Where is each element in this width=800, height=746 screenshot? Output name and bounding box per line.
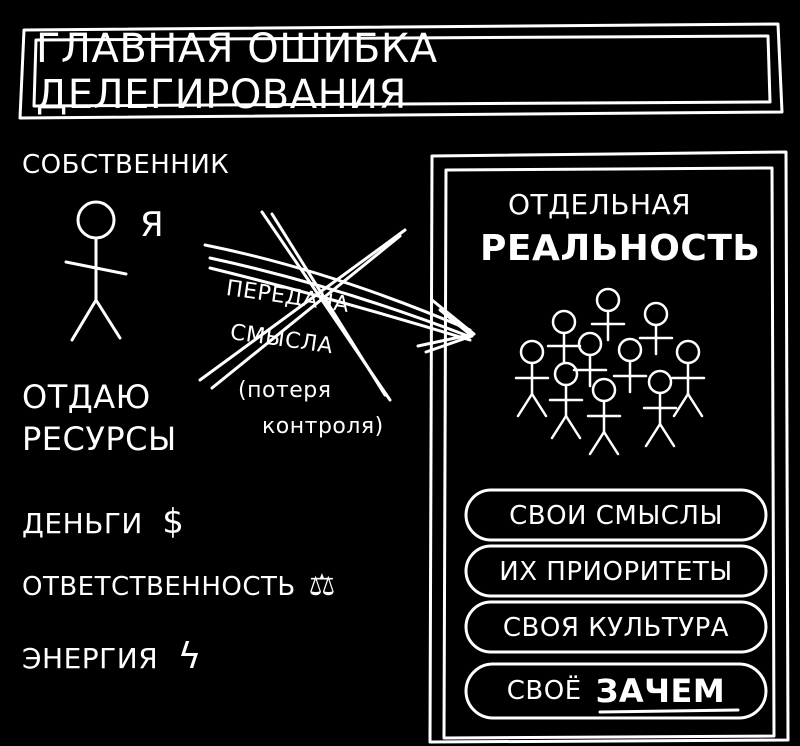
page-title: ГЛАВНАЯ ОШИБКА ДЕЛЕГИРОВАНИЯ (36, 36, 764, 108)
me-label: Я (140, 205, 164, 245)
owner-label: СОБСТВЕННИК (22, 150, 229, 180)
reality-heading-line2: РЕАЛЬНОСТЬ (480, 228, 760, 269)
loss-of-control-line2: контроля) (262, 414, 384, 439)
loss-of-control-line1: (потеря (238, 378, 331, 403)
resource-responsibility: ОТВЕТСТВЕННОСТЬ ⚖ (22, 568, 336, 603)
lightning-icon: ϟ (178, 636, 202, 677)
resource-label: ОТВЕТСТВЕННОСТЬ (22, 572, 296, 602)
pill-own-why: СВОЁ ЗАЧЕМ (468, 664, 764, 718)
team-crowd (516, 289, 704, 454)
owner-stick-figure (66, 202, 126, 340)
resource-label: ДЕНЬГИ (22, 507, 143, 540)
dollar-icon: $ (162, 502, 184, 542)
scales-icon: ⚖ (309, 568, 336, 603)
pill-own-meanings: СВОИ СМЫСЛЫ (468, 490, 764, 542)
pill-own-culture: СВОЯ КУЛЬТУРА (468, 602, 764, 654)
pill-their-priorities: ИХ ПРИОРИТЕТЫ (468, 546, 764, 598)
give-resources-line2: РЕСУРСЫ (22, 420, 177, 458)
resource-energy: ЭНЕРГИЯ ϟ (22, 636, 202, 677)
resource-money: ДЕНЬГИ $ (22, 502, 184, 542)
reality-heading-line1: ОТДЕЛЬНАЯ (508, 188, 691, 221)
give-resources-line1: ОТДАЮ (22, 378, 151, 416)
resource-label: ЭНЕРГИЯ (22, 642, 158, 675)
pill-prefix: СВОЁ (507, 676, 582, 706)
pill-emphasis: ЗАЧЕМ (596, 672, 726, 710)
